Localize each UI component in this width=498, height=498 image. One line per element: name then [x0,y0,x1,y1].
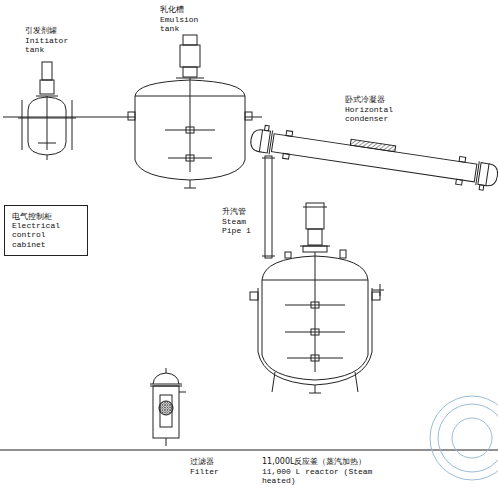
horizontal-condenser-part [259,130,270,153]
floor-line-part [3,117,135,118]
filter-housing-part [179,392,186,393]
part-name-zh: 过滤器 [190,458,214,467]
reactor-vessel [250,203,384,393]
horizontal-condenser-part [459,156,466,162]
initiator-tank-part [22,100,23,150]
horizontal-condenser-part [265,125,270,131]
horizontal-condenser-part [486,164,498,187]
reactor-vessel-part [340,250,346,258]
initiator-tank-part [47,155,48,160]
emulsion-tank-part [186,127,194,133]
initiator-tank-part [72,100,73,150]
horizontal-condenser [249,124,498,192]
horizontal-condenser-part [479,185,484,191]
initiator-tank-part [18,118,76,119]
part-name-en: Initiator tank [25,37,71,55]
part-name-en: Emulsion tank [160,16,210,34]
filter-housing-part [150,384,182,385]
steam-pipe-part [262,256,275,257]
steam-pipe [262,156,275,258]
reactor-vessel-part [308,229,322,245]
part-name-zh: 引发剂罐 [25,27,57,36]
horizontal-condenser-part [283,153,290,159]
steam-pipe-part [265,156,272,258]
floor-line-part [0,450,498,451]
reactor-vessel-part [285,305,345,306]
emulsion-tank-part [190,180,191,188]
emulsion-tank-part [128,112,135,120]
box-heading: 电气控制柜 [12,212,80,221]
filter-housing-part [159,401,173,415]
reactor-vessel-part [303,207,327,208]
horizontal-condenser-part [350,139,395,152]
reactor-vessel-part [380,284,381,296]
floor-line-part [245,117,262,118]
reactor-vessel-part [303,246,327,252]
reactor-vessel-part [355,372,358,392]
reactor-vessel-part [272,372,275,392]
filter-housing-part [153,386,179,438]
reactor-vessel-part [309,393,321,394]
filter-housing-part [160,395,172,427]
emulsion-tank-part [165,130,215,131]
emulsion-tank-part [183,35,197,45]
initiator-tank-part [47,96,48,150]
filter-housing-part [166,368,167,373]
part-name-zh: 11,000L反应釜（蒸汽加热） [262,458,366,467]
box-text: Electrical control cabinet [12,221,80,249]
reactor-vessel-part [315,385,316,393]
steam-pipe-part [262,158,275,159]
emulsion-tank-part [186,155,194,161]
emulsion-tank-part [180,45,200,67]
filter-housing-part [153,373,179,384]
initiator-tank [18,62,76,160]
watermark-stamp-part [430,396,498,480]
part-name-zh: 升汽管 [222,208,246,217]
watermark-stamp [430,396,498,480]
reactor-vessel-part [372,290,384,291]
initiator-tank-part [38,143,56,144]
reactor-vessel-part [285,252,291,258]
horizontal-condenser-part [456,179,463,185]
part-name-en: Filter [190,468,219,477]
reactor-vessel-part [250,292,258,300]
emulsion-tank-part [168,158,212,159]
reactor-vessel-part [311,302,319,308]
horizontal-condenser-part [286,131,293,137]
reactor-vessel-part [372,292,380,300]
reactor-vessel-part [315,252,316,372]
part-name-en: Steam Pipe 1 [222,218,260,236]
emulsion-tank-part [183,67,197,77]
filter-housing-part [150,386,182,387]
watermark-stamp-part [452,418,492,458]
horizontal-condenser-part [271,134,476,182]
reactor-vessel-part [311,329,319,335]
reactor-vessel-part [285,332,345,333]
reactor-vessel-part [287,358,343,359]
emulsion-tank [128,35,252,188]
part-name-zh: 卧式冷凝器 [345,96,385,105]
initiator-tank-part [42,62,52,80]
watermark-stamp-part [438,404,498,472]
filter-housing-part [166,438,167,446]
reactor-vessel-part [311,355,319,361]
floor-line [0,117,498,450]
emulsion-tank-part [245,112,252,120]
emulsion-tank-part [184,188,196,189]
part-name-en: Horizontal condenser [345,106,405,124]
control-cabinet-box: 电气控制柜Electrical control cabinet [4,205,88,256]
horizontal-condenser-part [478,163,489,186]
part-name-en: 11,000 L reactor (Steam heated) [262,468,382,486]
initiator-tank-part [40,80,54,94]
part-name-zh: 乳化槽 [160,6,184,15]
filter-housing [150,368,186,446]
